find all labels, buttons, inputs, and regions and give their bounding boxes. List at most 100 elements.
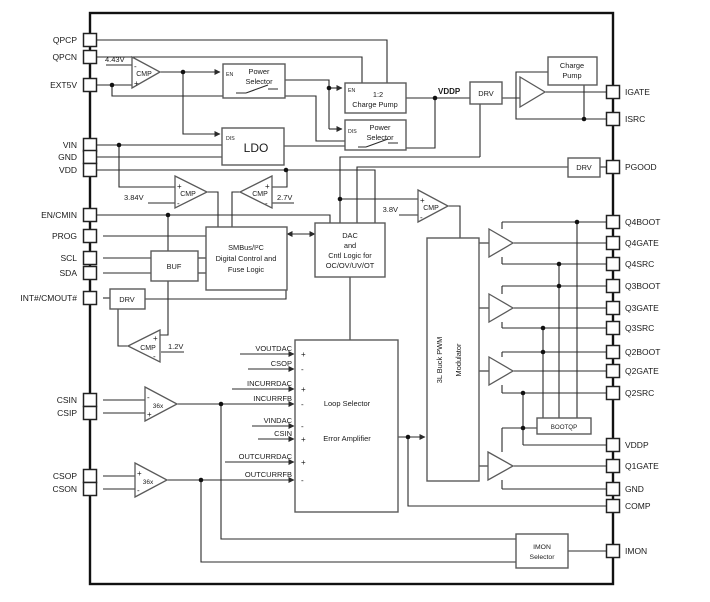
pin-comp: COMP (605, 498, 651, 514)
right-pins: IGATE ISRC PGOOD Q4BOOT Q4GATE Q4SRC Q3B… (605, 84, 660, 559)
wire-cmp3-out (231, 191, 240, 227)
dac-line4: OC/OV/UV/OT (326, 261, 375, 270)
cmp-label: CMP (423, 205, 439, 212)
charge-pump-box (547, 56, 598, 86)
plus-sign: + (153, 334, 158, 343)
label-incurrfb: INCURRFB (253, 394, 292, 403)
wire-vddp-sel (406, 98, 436, 149)
comparator-3v84: CMP + - 3.84V (124, 174, 209, 210)
wire-qpcn (97, 56, 363, 83)
label-outcurrfb: OUTCURRFB (245, 470, 292, 479)
drv-igate-label: DRV (478, 89, 494, 98)
smbus-line1: SMBus/I²C (228, 243, 264, 252)
wire-ext5v-rail (111, 85, 345, 142)
pin-prog: PROG (52, 228, 98, 244)
pin-label: Q2GATE (625, 366, 659, 376)
pin-imon: IMON (605, 543, 647, 559)
q1-driver-triangle (487, 450, 515, 482)
pin-label: COMP (625, 501, 651, 511)
modulator-line1: 3L Buck PWM (435, 337, 444, 384)
threshold-4v43: 4.43V (105, 55, 125, 64)
pin-vdd: VDD (59, 162, 98, 178)
pin-csin: CSIN (57, 392, 98, 408)
block-drv-int: DRV (109, 288, 146, 310)
imon-selector-box (515, 533, 569, 569)
pin-label: QPCP (53, 35, 77, 45)
current-sense-amp-in: 36x - + (144, 385, 179, 423)
power-selector1-line1: Power (249, 67, 270, 76)
pin-scl: SCL (60, 250, 98, 266)
pin-q3boot: Q3BOOT (605, 278, 660, 294)
pin-label: IGATE (625, 87, 650, 97)
pin-gnd-left: GND (58, 149, 98, 165)
block-imon-selector: IMON Selector (515, 533, 569, 569)
pin-label: INT#/CMOUT# (20, 293, 77, 303)
pin-q3src: Q3SRC (605, 320, 654, 336)
pin-label: CSOP (53, 471, 77, 481)
buf-box (150, 250, 199, 282)
wire-cmp3-p (272, 170, 288, 188)
smbus-box (205, 226, 288, 291)
block-smbus: SMBus/I²C Digital Control and Fuse Logic (205, 226, 288, 291)
charge-pump12-ctrl: EN (348, 88, 355, 94)
cmp-label: CMP (140, 345, 156, 352)
wire-q4src (501, 257, 606, 265)
minus-sign: - (265, 199, 268, 208)
pin-cson: CSON (52, 481, 98, 497)
ea-sign-7: - (301, 476, 304, 485)
comparator-2v7: CMP + - 2.7V (238, 174, 292, 210)
block-buf: BUF (150, 250, 199, 282)
label-csop: CSOP (271, 359, 292, 368)
wire-qpcp (97, 39, 388, 83)
switch-icon (358, 138, 398, 148)
threshold-3v84: 3.84V (124, 193, 144, 202)
dac-line2: and (344, 241, 356, 250)
pin-label: EXT5V (50, 80, 77, 90)
power-selector2-ctrl: DIS (348, 129, 357, 135)
wires (97, 39, 606, 563)
pin-label: GND (625, 484, 644, 494)
wire-q4boot (501, 221, 606, 229)
pin-label: IMON (625, 546, 647, 556)
drv-pgood-box (567, 157, 601, 178)
pin-ext5v: EXT5V (50, 77, 98, 93)
pin-label: SDA (60, 268, 78, 278)
wire-q2src (501, 385, 606, 394)
ea-sign-4: - (301, 422, 304, 431)
pin-en-cmin: EN/CMIN (41, 207, 98, 223)
threshold-1v2: 1.2V (168, 342, 183, 351)
amp-triangle (144, 385, 179, 423)
block-power-selector-1: EN Power Selector (222, 63, 286, 99)
cmp-label: CMP (252, 191, 268, 198)
comparator-triangle (238, 174, 273, 210)
current-sense-amp-out: 36x + - (134, 461, 169, 499)
modulator-box (426, 237, 480, 482)
gain-label: 36x (153, 403, 164, 410)
charge-pump12-line2: Charge Pump (352, 100, 398, 109)
ldo-box (221, 127, 285, 166)
pin-q2src: Q2SRC (605, 385, 654, 401)
wire-imon1 (220, 404, 516, 540)
wire-q3src (501, 322, 606, 329)
comparator-triangle (417, 188, 450, 224)
power-selector2-box (344, 119, 407, 151)
power-selector2-line2: Selector (366, 133, 394, 142)
wire-q3boot (501, 285, 606, 294)
power-selector1-line2: Selector (245, 77, 273, 86)
ldo-ctrl: DIS (226, 136, 235, 142)
cmp-label: CMP (136, 71, 152, 78)
block-bootqp: BOOTQP (536, 417, 592, 435)
power-selector2-line1: Power (370, 123, 391, 132)
pin-sda: SDA (60, 265, 98, 281)
power-selector1-box (222, 63, 286, 99)
pin-label: CSIN (57, 395, 77, 405)
minus-sign: - (134, 62, 137, 71)
bootqp-label: BOOTQP (551, 424, 577, 431)
pin-label: Q3SRC (625, 323, 654, 333)
comparator-1v2: CMP + - 1.2V (126, 328, 183, 364)
pin-vin: VIN (63, 137, 98, 153)
pin-q4boot: Q4BOOT (605, 214, 660, 230)
label-csin: CSIN (274, 429, 292, 438)
pin-q3gate: Q3GATE (605, 300, 659, 316)
